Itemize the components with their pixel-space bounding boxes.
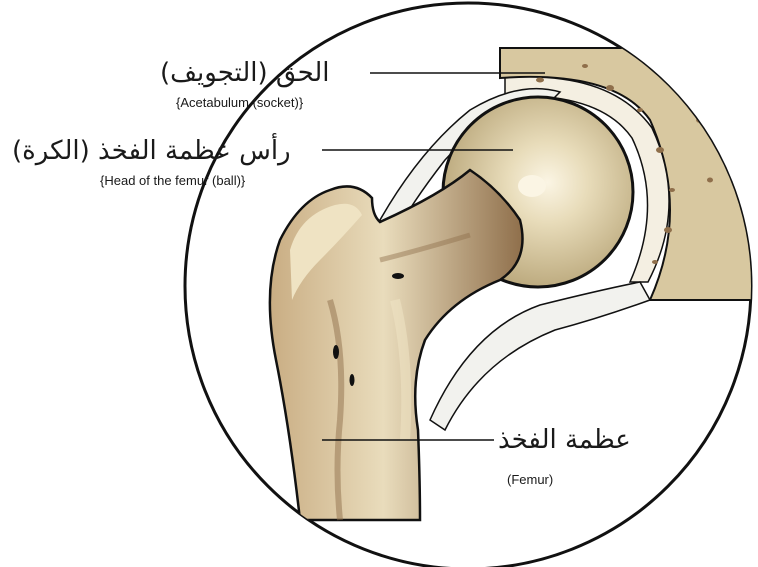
- femur-label-english: (Femur): [507, 473, 553, 486]
- femoral-head-label-arabic: رأس عظمة الفخذ (الكرة): [12, 138, 291, 164]
- femoral-head-label-english: {Head of the femur (ball)}: [100, 174, 245, 187]
- acetabulum-label-arabic: الحق (التجويف): [160, 60, 330, 86]
- acetabulum-label-english: {Acetabulum (socket)}: [176, 96, 303, 109]
- femur-label-arabic: عظمة الفخذ: [498, 427, 631, 453]
